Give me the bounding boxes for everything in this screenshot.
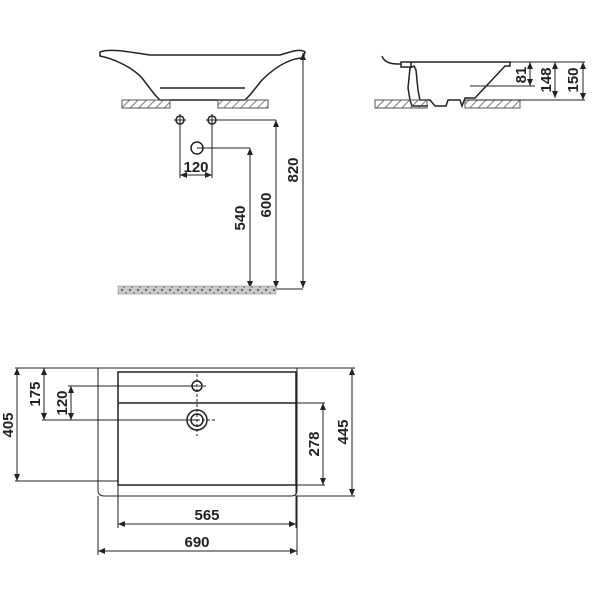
basin-inner-bowl	[117, 371, 297, 486]
dim-690: 690	[184, 534, 209, 551]
dim-405: 405	[0, 412, 17, 437]
dim-565: 565	[194, 507, 219, 524]
dim-81: 81	[513, 67, 530, 84]
dim-120-taps: 120	[183, 159, 208, 176]
side-view	[374, 55, 586, 109]
basin-side-section	[381, 55, 511, 109]
basin-outer-outline	[97, 367, 298, 497]
side-countertop-left	[374, 99, 428, 109]
dim-820: 820	[285, 157, 302, 182]
dim-175: 175	[27, 381, 44, 406]
floor	[117, 285, 277, 295]
countertop-right	[217, 99, 269, 109]
front-view	[99, 49, 306, 295]
dim-120-top: 120	[54, 390, 71, 415]
dim-278: 278	[306, 431, 323, 456]
dim-600: 600	[258, 192, 275, 217]
dim-445: 445	[335, 419, 352, 444]
top-view	[14, 367, 355, 555]
dim-540: 540	[232, 205, 249, 230]
dim-148: 148	[538, 67, 555, 92]
countertop-left	[121, 99, 171, 109]
basin-front-outline	[99, 49, 306, 101]
side-countertop-right	[464, 99, 521, 109]
dim-150: 150	[565, 67, 582, 92]
